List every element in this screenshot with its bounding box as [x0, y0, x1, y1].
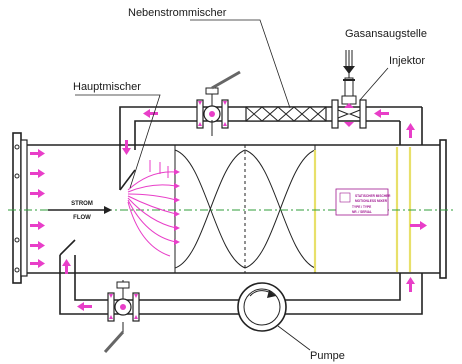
plate-line-2: MOTIONLESS MIXER — [355, 199, 388, 203]
flow-label: FLOW — [73, 215, 91, 221]
upper-valve — [196, 70, 241, 136]
pump — [237, 282, 287, 332]
labels: Nebenstrommischer Gasansaugstelle Injekt… — [73, 7, 427, 362]
label-hauptmischer: Hauptmischer — [73, 81, 141, 93]
lower-valve — [103, 280, 140, 354]
label-gasansaugstelle: Gasansaugstelle — [345, 28, 427, 40]
name-plate: STATISCHER MISCHER MOTIONLESS MIXER TYPE… — [335, 188, 391, 216]
flow-direction-arrow: STROM FLOW — [48, 201, 112, 221]
label-pumpe: Pumpe — [310, 350, 345, 362]
plate-line-1: STATISCHER MISCHER — [355, 194, 391, 198]
side-stream-mixer — [245, 106, 327, 122]
strom-label: STROM — [71, 201, 93, 207]
helical-mixing-element — [174, 145, 316, 273]
flow-arrows — [30, 109, 427, 311]
plate-line-3: TYPE / TYPE — [352, 205, 371, 209]
label-nebenstrommischer: Nebenstrommischer — [128, 7, 227, 19]
highlight-lines — [313, 147, 412, 272]
gas-intake-injector — [331, 50, 367, 129]
label-injektor: Injektor — [389, 55, 425, 67]
plate-line-4: NR. / SERIAL — [352, 210, 372, 214]
